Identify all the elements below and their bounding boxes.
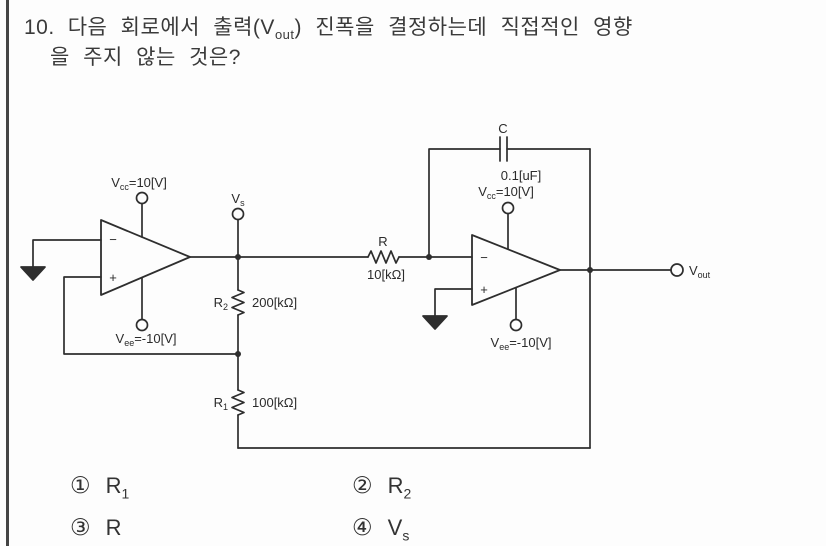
junction-dot-output bbox=[587, 267, 593, 273]
opamp1-minus-input-wire bbox=[32, 239, 102, 268]
option-4-label: Vs bbox=[387, 515, 410, 544]
ground-icon bbox=[422, 315, 448, 330]
question-line1-post: ) 진폭을 결정하는데 직접적인 영향 bbox=[294, 16, 633, 39]
opamp1-triangle bbox=[100, 219, 191, 296]
resistor-r2-zigzag bbox=[231, 289, 245, 316]
opamp2-vcc-label: Vcc=10[V] bbox=[478, 184, 534, 201]
question-line1-sub: out bbox=[274, 27, 295, 43]
resistor-r2-name: R2 bbox=[214, 295, 228, 312]
resistor-r1-value: 100[kΩ] bbox=[252, 395, 297, 410]
option-2[interactable]: ② R2 bbox=[352, 472, 412, 502]
option-1-marker: ① bbox=[70, 472, 91, 498]
option-2-label: R2 bbox=[387, 473, 412, 502]
opamp2-plus-label: + bbox=[480, 282, 488, 297]
resistor-r1-name: R1 bbox=[214, 395, 228, 412]
vout-label: Vout bbox=[689, 263, 711, 280]
opamp1-plus-input-wire bbox=[63, 276, 239, 355]
opamp2-vee-label: Vee=-10[V] bbox=[491, 335, 552, 352]
opamp1-plus-label: + bbox=[109, 270, 117, 285]
vs-label: Vs bbox=[231, 191, 245, 208]
opamp1-vcc-label: Vcc=10[V] bbox=[111, 175, 167, 192]
resistor-r1-zigzag bbox=[231, 389, 245, 416]
opamp2-vcc-terminal bbox=[501, 201, 515, 215]
capacitor-value: 0.1[uF] bbox=[501, 168, 541, 183]
option-3-marker: ③ bbox=[70, 514, 91, 540]
option-1[interactable]: ① R1 bbox=[70, 472, 130, 502]
capacitor-name: C bbox=[498, 121, 507, 136]
cap-wire-left bbox=[428, 148, 501, 258]
page-left-border bbox=[6, 0, 9, 546]
opamp1-minus-label: − bbox=[109, 232, 117, 247]
question-text-line2: 을 주지 않는 것은? bbox=[50, 46, 241, 69]
question-number: 10. bbox=[24, 16, 55, 39]
opamp1-vcc-terminal bbox=[135, 191, 149, 205]
ground-icon bbox=[20, 266, 46, 281]
resistor-r-name: R bbox=[378, 234, 387, 249]
opamp1-vee-terminal bbox=[135, 318, 149, 332]
question-text-line1: 10. 다음 회로에서 출력(Vout) 진폭을 결정하는데 직접적인 영향 bbox=[24, 11, 633, 41]
question-line1-pre: 다음 회로에서 출력(V bbox=[67, 16, 275, 39]
opamp2-minus-label: − bbox=[480, 250, 488, 265]
resistor-r-zigzag bbox=[367, 250, 400, 264]
circuit-svg: − + − + Vcc=10[V] Vee=-10[V] Vs R2 200[k… bbox=[20, 121, 711, 449]
opamp2-plus-input-wire bbox=[434, 288, 473, 317]
opamp2-vee-terminal bbox=[509, 318, 523, 332]
option-1-label: R1 bbox=[105, 473, 130, 502]
option-4-marker: ④ bbox=[352, 514, 373, 540]
vout-terminal bbox=[670, 263, 684, 277]
vs-terminal bbox=[231, 207, 245, 221]
option-3-label: R bbox=[105, 515, 122, 540]
opamp1-vee-label: Vee=-10[V] bbox=[116, 331, 177, 348]
option-2-marker: ② bbox=[352, 472, 373, 498]
resistor-r2-value: 200[kΩ] bbox=[252, 295, 297, 310]
resistor-r-value: 10[kΩ] bbox=[367, 267, 405, 282]
option-4[interactable]: ④ Vs bbox=[352, 514, 410, 544]
circuit-diagram: − + − + Vcc=10[V] Vee=-10[V] Vs R2 200[k… bbox=[0, 90, 826, 460]
